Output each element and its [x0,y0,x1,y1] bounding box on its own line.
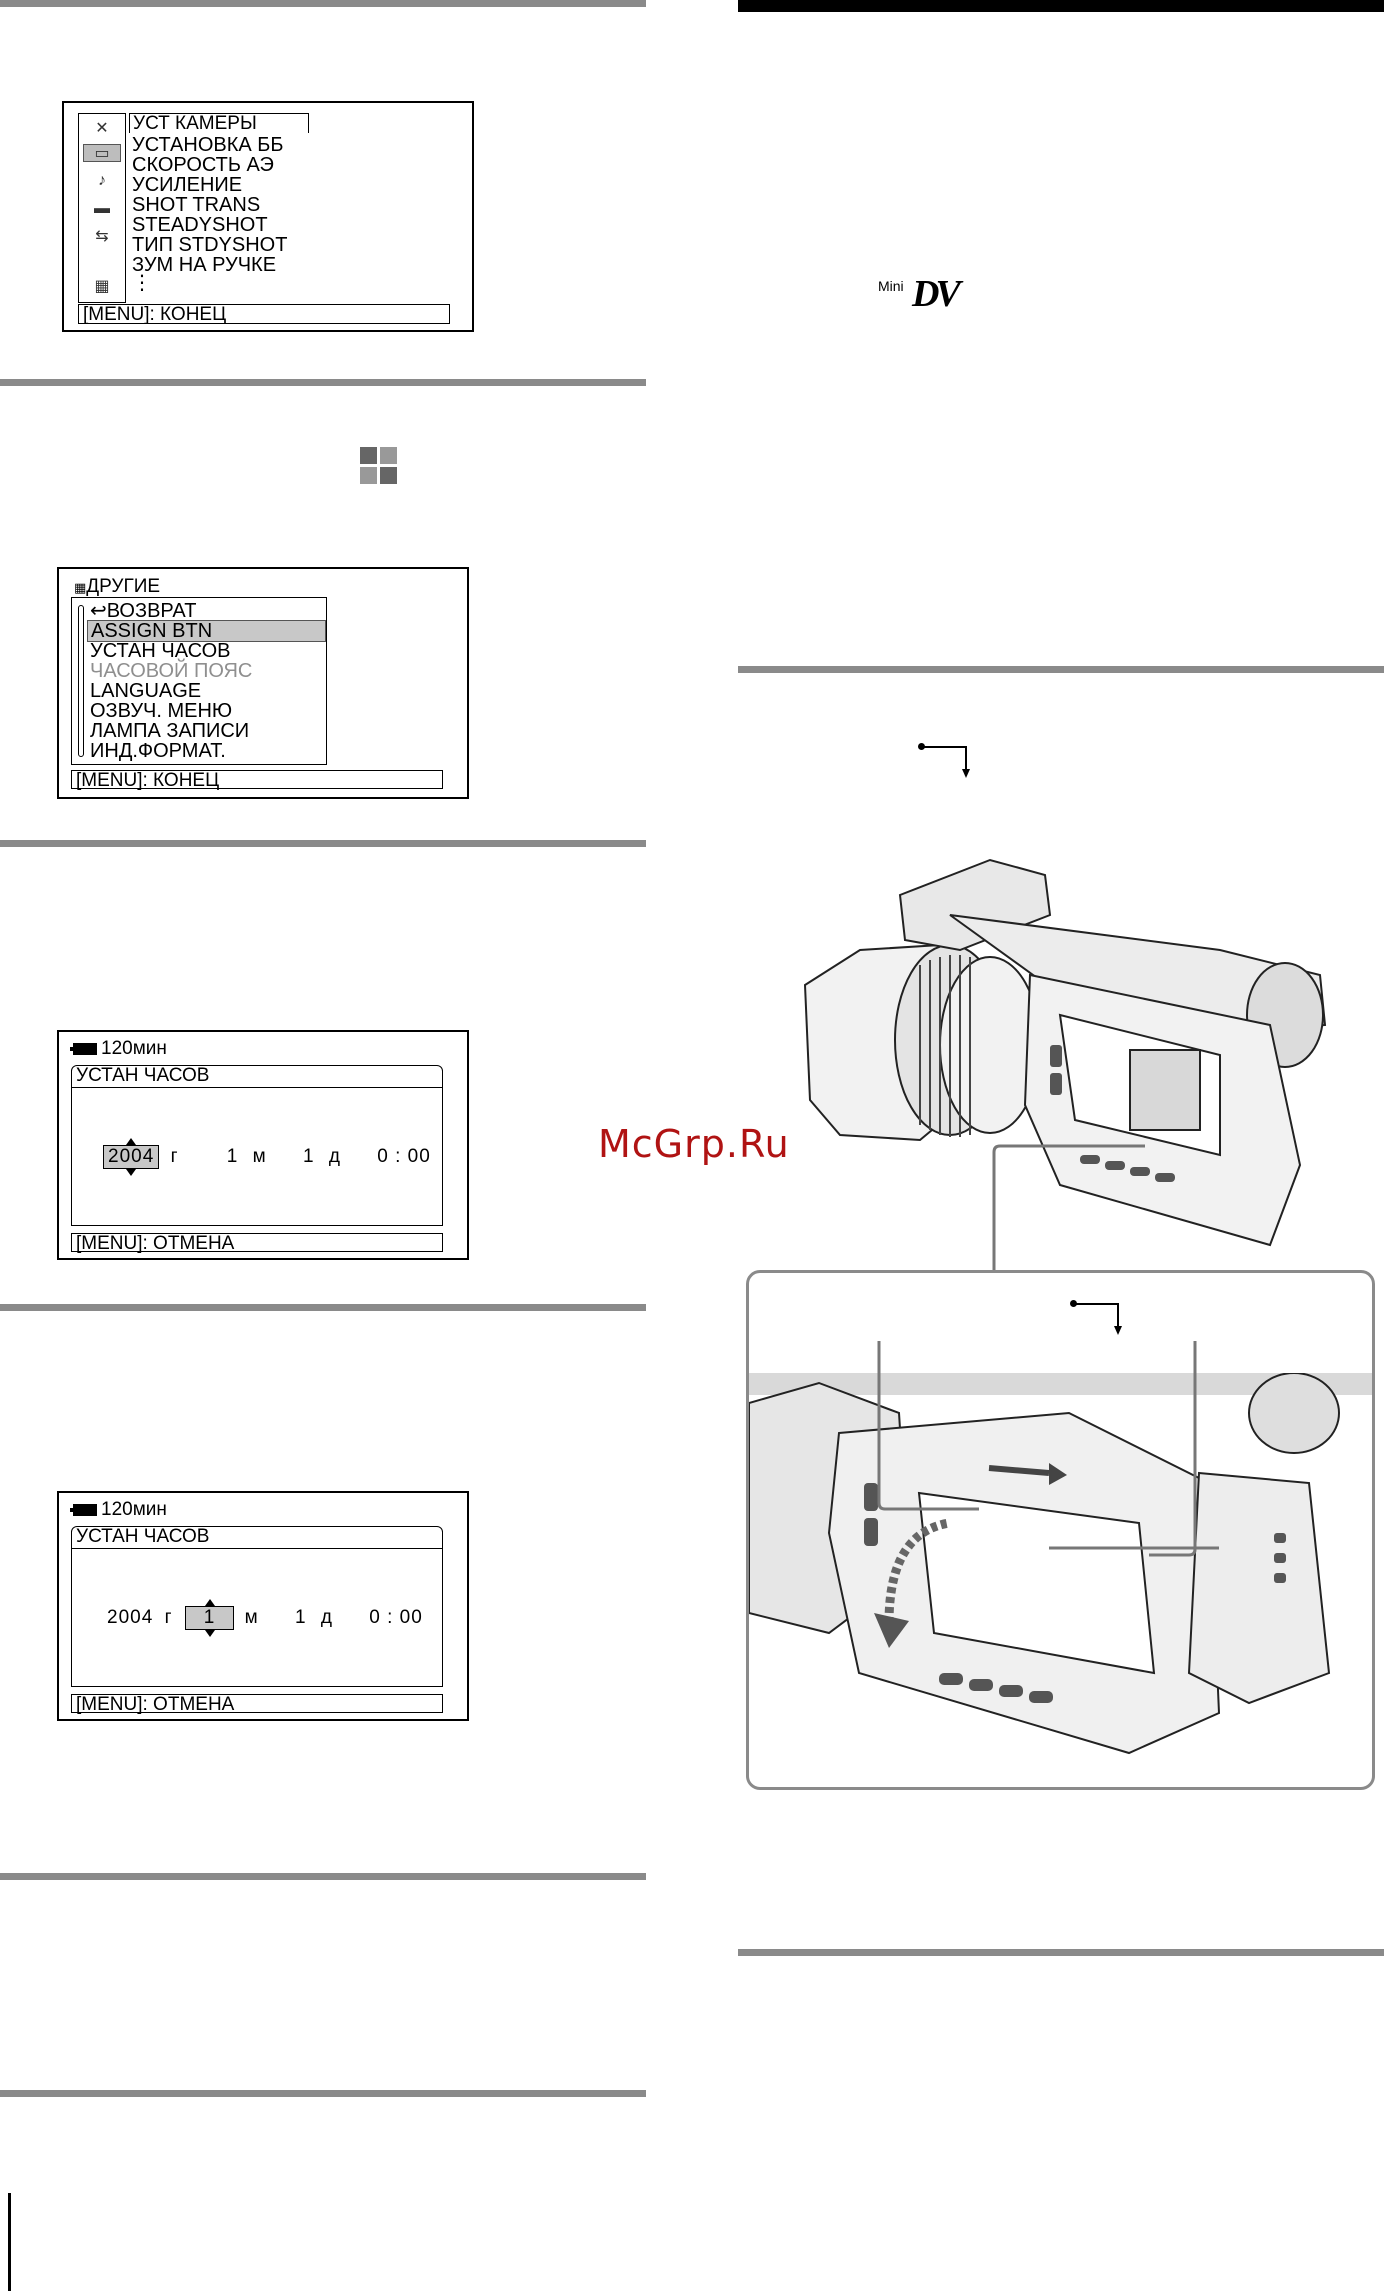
menu-item-time-zone: ЧАСОВОЙ ПОЯС [90,660,253,682]
section-rule-1 [0,0,646,7]
clock-title-line [71,1087,443,1088]
clock-footer: [MENU]: ОТМЕНА [71,1233,443,1253]
menu-screen-others: ▦ДРУГИЕ ↩ВОЗВРАТ ASSIGN BTN УСТАН ЧАСОВ … [57,567,469,799]
lcd-panel-open-illustration [749,1373,1372,1755]
clock-frame [71,1526,443,1687]
menu-item[interactable]: SHOT TRANS [132,194,261,216]
month-field[interactable]: 1 [226,1146,239,1167]
menu-footer: [MENU]: КОНЕЦ [78,304,450,324]
battery-indicator: 120мин [70,1499,167,1521]
clock-footer: [MENU]: ОТМЕНА [71,1694,443,1714]
up-arrow-icon [126,1138,137,1145]
menu-screen-camera-set: ✕ ▭ ♪ ▬ ⇆ ▦ УСТ КАМЕРЫ УСТАНОВКА ББ СКОР… [62,101,474,332]
time-field[interactable]: 0 : 00 [369,1607,423,1628]
day-field[interactable]: 1 [294,1607,307,1628]
music-note-icon: ♪ [98,172,106,189]
callout-lines [877,1341,1197,1557]
menu-icon-column: ✕ ▭ ♪ ▬ ⇆ ▦ [78,113,126,303]
section-rule-5 [0,1873,646,1880]
date-row: 2004 г 1 м 1 д 0 : 00 [107,1599,423,1637]
day-field[interactable]: 1 [302,1146,315,1167]
menu-list-frame [71,597,327,765]
menu-item-rec-lamp[interactable]: ЛАМПА ЗАПИСИ [90,720,250,742]
month-field[interactable]: 1 [184,1599,235,1637]
others-icon: ▦ [74,580,87,595]
display-icon: ▬ [94,200,110,217]
section-rule-right-2 [738,1949,1384,1956]
menu-item-language[interactable]: LANGUAGE [90,680,202,702]
clock-set-screen-year: 120мин УСТАН ЧАСОВ 2004 г 1 м 1 д 0 : 00… [57,1030,469,1260]
menu-footer: [MENU]: КОНЕЦ [71,770,443,790]
year-field[interactable]: 2004 [107,1607,154,1628]
camera-set-icon: ▭ [83,144,121,162]
scrollbar[interactable] [78,605,84,757]
section-rule-4 [0,1304,646,1311]
clock-title: УСТАН ЧАСОВ [76,1526,210,1547]
menu-item[interactable]: УСИЛЕНИЕ [132,174,243,196]
menu-item-return[interactable]: ↩ВОЗВРАТ [90,600,197,622]
down-arrow-icon [204,1630,215,1637]
battery-icon [70,1503,97,1516]
menu-item-clock-set[interactable]: УСТАН ЧАСОВ [90,640,231,662]
menu-title: УСТ КАМЕРЫ [129,113,309,134]
watermark: McGrp.Ru [598,1122,790,1166]
clock-frame [71,1065,443,1226]
menu-item-assign-btn[interactable]: ASSIGN BTN [87,620,326,642]
date-row: 2004 г 1 м 1 д 0 : 00 [103,1138,431,1176]
corner-arrow-icon [918,743,970,778]
camcorder-illustration [803,858,1327,1247]
menu-item[interactable]: ЗУМ НА РУЧКЕ [132,254,277,276]
menu-item[interactable]: СКОРОСТЬ АЭ [132,154,274,176]
section-rule-6 [0,2090,646,2097]
menu-item[interactable]: ТИП STDYSHOT [132,234,288,256]
clock-title-line [71,1548,443,1549]
menu-item-menu-sound[interactable]: ОЗВУЧ. МЕНЮ [90,700,233,722]
battery-indicator: 120мин [70,1038,167,1060]
menu-item[interactable]: STEADYSHOT [132,214,268,236]
battery-icon [70,1042,97,1055]
section-rule-right-1 [738,666,1384,673]
menu-item-more: ⋮ [132,272,152,294]
clock-title: УСТАН ЧАСОВ [76,1065,210,1086]
clock-set-screen-month: 120мин УСТАН ЧАСОВ 2004 г 1 м 1 д 0 : 00… [57,1491,469,1721]
tools-icon: ✕ [95,120,109,137]
section-rule-2 [0,379,646,386]
callout-connector [992,1144,1145,1273]
menu-title: ▦ДРУГИЕ [74,576,161,597]
detail-callout-box [746,1270,1375,1790]
menu-item[interactable]: УСТАНОВКА ББ [132,134,284,156]
section-rule-3 [0,840,646,847]
up-arrow-icon [204,1599,215,1606]
arrows-icon: ⇆ [95,228,109,245]
corner-arrow-icon [1070,1300,1122,1335]
others-icon: ▦ [94,278,110,295]
minidv-logo: Mini DV [878,273,961,315]
year-field[interactable]: 2004 [103,1138,160,1176]
others-icon [360,447,398,485]
time-field[interactable]: 0 : 00 [377,1146,431,1167]
page-edge-bar [8,2193,11,2291]
menu-item-format[interactable]: ИНД.ФОРМАТ. [90,740,226,762]
top-heading-bar [738,0,1384,12]
down-arrow-icon [126,1169,137,1176]
